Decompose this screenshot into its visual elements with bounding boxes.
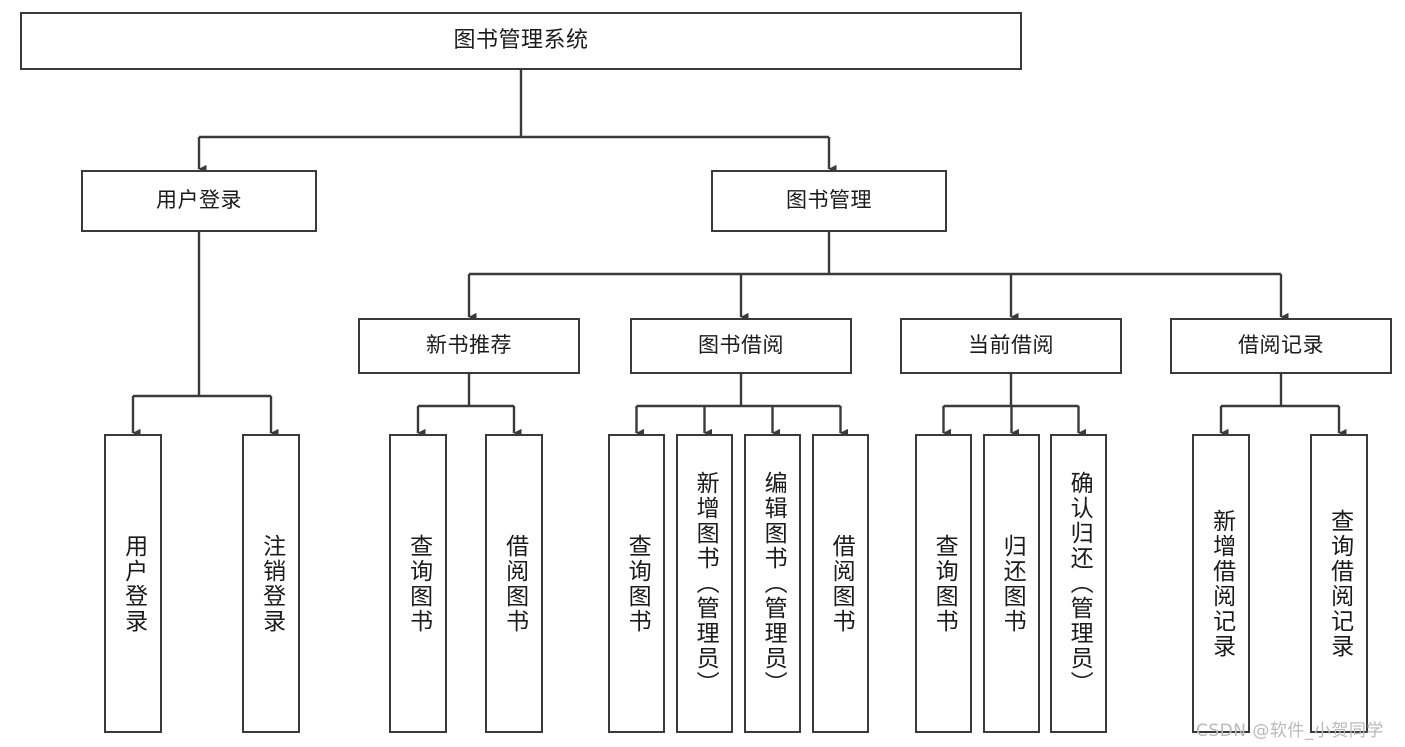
node-book-borrow[interactable]: 图书借阅 bbox=[630, 318, 852, 374]
node-label: 借阅记录 bbox=[1238, 333, 1324, 358]
node-leaf-borrow-edit[interactable]: 编辑图书（管理员） bbox=[744, 434, 801, 733]
node-label: 新增借阅记录 bbox=[1208, 508, 1235, 659]
node-root[interactable]: 图书管理系统 bbox=[20, 12, 1022, 70]
node-leaf-cur-confirm[interactable]: 确认归还（管理员） bbox=[1050, 434, 1107, 733]
node-leaf-rec-search[interactable]: 查询借阅记录 bbox=[1310, 434, 1368, 733]
node-leaf-borrow-add[interactable]: 新增图书（管理员） bbox=[676, 434, 733, 733]
node-label: 借阅图书 bbox=[828, 533, 855, 634]
node-leaf-rec-query[interactable]: 查询图书 bbox=[389, 434, 447, 733]
node-leaf-borrow-query[interactable]: 查询图书 bbox=[608, 434, 665, 733]
node-leaf-user-logout[interactable]: 注销登录 bbox=[242, 434, 300, 733]
node-leaf-rec-borrow[interactable]: 借阅图书 bbox=[485, 434, 543, 733]
node-user-login[interactable]: 用户登录 bbox=[81, 170, 317, 232]
node-label: 借阅图书 bbox=[501, 533, 528, 634]
node-new-book-rec[interactable]: 新书推荐 bbox=[358, 318, 580, 374]
node-label: 注销登录 bbox=[258, 533, 285, 634]
csdn-watermark: CSDN @软件_小贺同学 bbox=[1196, 721, 1384, 741]
node-current-borrow[interactable]: 当前借阅 bbox=[900, 318, 1122, 374]
node-label: 图书管理 bbox=[786, 188, 872, 213]
node-label: 图书管理系统 bbox=[453, 27, 589, 53]
node-leaf-rec-add[interactable]: 新增借阅记录 bbox=[1192, 434, 1250, 733]
node-label: 查询图书 bbox=[931, 533, 958, 634]
node-label: 查询图书 bbox=[624, 533, 651, 634]
node-leaf-cur-query[interactable]: 查询图书 bbox=[915, 434, 972, 733]
node-leaf-cur-return[interactable]: 归还图书 bbox=[983, 434, 1040, 733]
node-label: 归还图书 bbox=[999, 533, 1026, 634]
node-label: 新书推荐 bbox=[426, 333, 512, 358]
node-label: 查询图书 bbox=[405, 533, 432, 634]
node-label: 图书借阅 bbox=[698, 333, 784, 358]
node-label: 确认归还（管理员） bbox=[1066, 471, 1093, 696]
node-leaf-borrow-do[interactable]: 借阅图书 bbox=[812, 434, 869, 733]
node-leaf-user-login[interactable]: 用户登录 bbox=[104, 434, 162, 733]
node-label: 新增图书（管理员） bbox=[692, 471, 719, 696]
node-label: 用户登录 bbox=[156, 188, 242, 213]
node-book-manage[interactable]: 图书管理 bbox=[711, 170, 947, 232]
node-borrow-record[interactable]: 借阅记录 bbox=[1170, 318, 1392, 374]
node-label: 编辑图书（管理员） bbox=[760, 471, 787, 696]
node-label: 查询借阅记录 bbox=[1326, 508, 1353, 659]
node-label: 用户登录 bbox=[120, 533, 147, 634]
node-label: 当前借阅 bbox=[968, 333, 1054, 358]
